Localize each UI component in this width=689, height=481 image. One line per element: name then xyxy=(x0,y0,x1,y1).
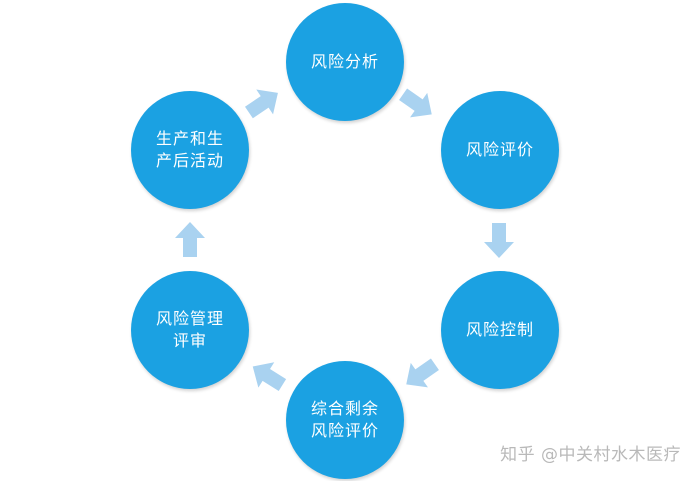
node-risk-analysis-label: 风险分析 xyxy=(310,52,379,71)
node-risk-analysis: 风险分析 xyxy=(286,3,404,121)
node-risk-management-review: 风险管理 评审 xyxy=(131,271,249,389)
node-risk-evaluation-label: 风险评价 xyxy=(465,140,534,159)
arrow-residual-to-review xyxy=(252,362,287,391)
arrow-evaluation-to-control xyxy=(484,223,514,258)
node-production-activities-label: 生产和生 产后活动 xyxy=(155,129,224,170)
node-risk-control: 风险控制 xyxy=(441,271,559,389)
arrow-review-to-production xyxy=(175,222,205,257)
arrow-control-to-residual xyxy=(406,358,439,388)
node-risk-management-review-label: 风险管理 评审 xyxy=(155,309,224,350)
node-risk-evaluation: 风险评价 xyxy=(441,91,559,209)
watermark: 知乎 @中关村水木医疗 xyxy=(500,445,681,465)
node-residual-risk-evaluation: 综合剩余 风险评价 xyxy=(286,361,404,479)
node-risk-control-label: 风险控制 xyxy=(465,320,534,339)
arrow-production-to-analysis xyxy=(244,89,278,119)
node-production-activities: 生产和生 产后活动 xyxy=(131,91,249,209)
node-residual-risk-evaluation-label: 综合剩余 风险评价 xyxy=(310,399,379,440)
arrow-analysis-to-evaluation xyxy=(399,88,432,118)
